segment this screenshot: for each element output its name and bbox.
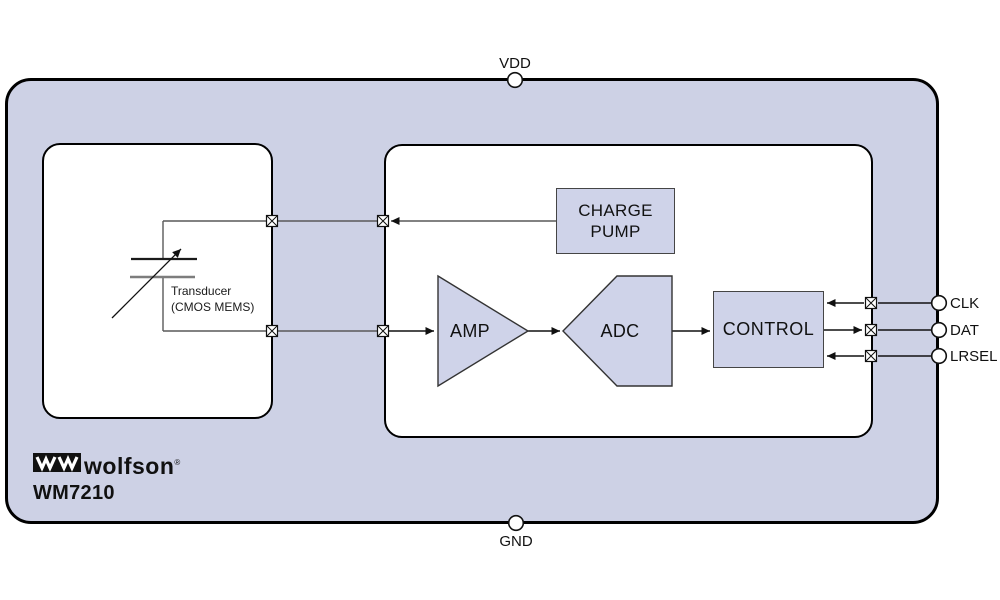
transducer-caption-line1: Transducer [171, 284, 232, 298]
amp-label: AMP [450, 321, 490, 341]
adc-label: ADC [600, 321, 640, 341]
transducer-caption-line2: (CMOS MEMS) [171, 300, 255, 315]
pin-label-clk: CLK [950, 295, 980, 312]
registered-mark: ® [174, 458, 181, 467]
part-number: WM7210 [33, 482, 115, 504]
control-block: CONTROL [713, 291, 824, 368]
brand-wordmark: wolfson® [84, 453, 181, 479]
transducer-section [42, 143, 273, 419]
charge-pump-label: CHARGE PUMP [578, 200, 653, 241]
pin-label-gnd: GND [499, 533, 533, 550]
pin-label-dat: DAT [950, 322, 979, 339]
pin-label-vdd: VDD [499, 55, 531, 72]
brand-name: wolfson [84, 453, 175, 479]
transducer-caption: Transducer (CMOS MEMS) [171, 283, 254, 315]
wolfson-monogram-icon [33, 453, 81, 472]
control-label: CONTROL [722, 319, 815, 339]
wolfson-logo: wolfson® [33, 453, 181, 479]
charge-pump-block: CHARGE PUMP [556, 188, 675, 254]
pin-label-lrsel: LRSEL [950, 348, 998, 365]
